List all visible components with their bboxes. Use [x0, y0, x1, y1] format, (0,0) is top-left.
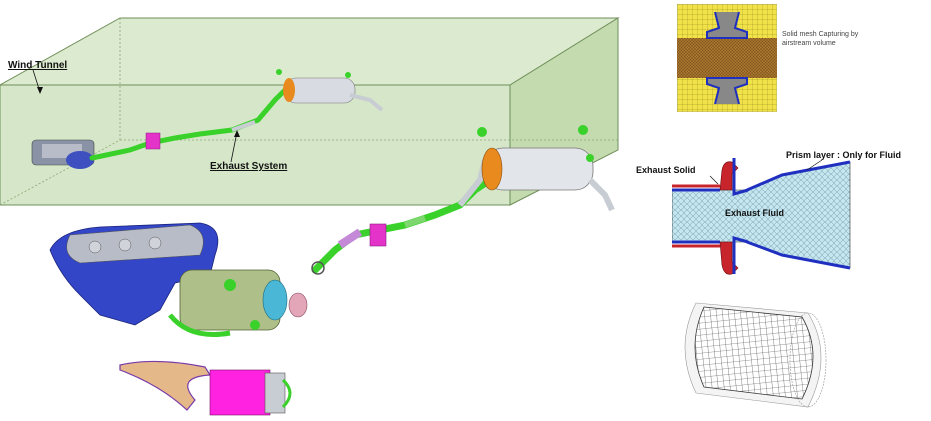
solid-mesh-note: Solid mesh Capturing by airstream volume [782, 31, 859, 47]
catalyst-mesh-cylinder [684, 302, 827, 408]
solid-mesh-inset [677, 4, 777, 112]
tunnel-exhaust-model [31, 69, 384, 169]
exhaust-system-arrow [230, 130, 240, 163]
wind-tunnel-label: Wind Tunnel [8, 60, 68, 71]
catalyst-solid-model [119, 360, 292, 416]
muffler [477, 125, 615, 212]
exhaust-solid-label: Exhaust Solid [636, 165, 696, 175]
exhaust-fluid-section [672, 158, 851, 275]
exhaust-fluid-label: Exhaust Fluid [725, 208, 785, 218]
wind-tunnel-diagram [0, 17, 620, 206]
exhaust-system-label: Exhaust System [210, 161, 288, 172]
exhaust-pipe-assembly [311, 125, 615, 275]
wind-tunnel-arrow [32, 69, 43, 94]
prism-layer-label: Prism layer : Only for Fluid [786, 150, 902, 160]
exhaust-manifold-catalyst [49, 222, 308, 338]
exhaust-flange [369, 223, 387, 247]
catalyst-brick [209, 369, 271, 416]
